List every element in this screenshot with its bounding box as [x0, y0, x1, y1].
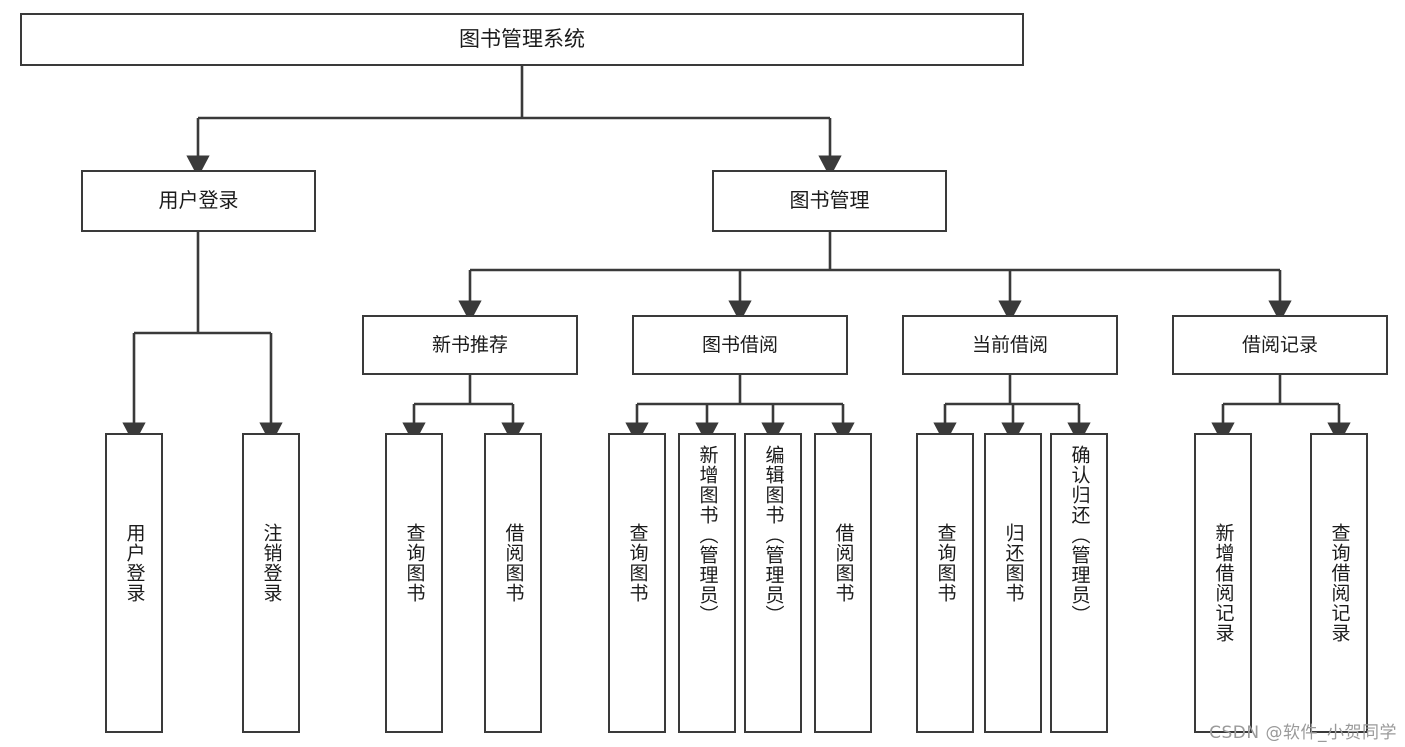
node-leaf-user-login-login[interactable]: 用户登录: [105, 433, 163, 733]
node-leaf-record-query-record[interactable]: 查询借阅记录: [1310, 433, 1368, 733]
node-leaf-current-query-book[interactable]: 查询图书: [916, 433, 974, 733]
node-root-book-management-system[interactable]: 图书管理系统: [20, 13, 1024, 66]
node-leaf-recommend-borrow-book[interactable]: 借阅图书: [484, 433, 542, 733]
node-leaf-borrow-query-book[interactable]: 查询图书: [608, 433, 666, 733]
node-label: 确认归还（管理员）: [1068, 445, 1091, 625]
node-label: 查询图书: [626, 523, 649, 603]
node-leaf-borrow-add-book-admin[interactable]: 新增图书（管理员）: [678, 433, 736, 733]
node-leaf-user-login-logout[interactable]: 注销登录: [242, 433, 300, 733]
node-label: 查询借阅记录: [1328, 523, 1351, 643]
node-leaf-recommend-query-book[interactable]: 查询图书: [385, 433, 443, 733]
node-label: 图书管理系统: [459, 27, 585, 52]
node-label: 查询图书: [934, 523, 957, 603]
watermark-text: CSDN @软件_小贺同学: [1209, 723, 1397, 743]
node-label: 借阅记录: [1241, 333, 1318, 356]
node-label: 新增图书（管理员）: [696, 445, 719, 625]
node-leaf-borrow-borrow-book[interactable]: 借阅图书: [814, 433, 872, 733]
node-label: 用户登录: [158, 188, 239, 213]
node-leaf-record-add-record[interactable]: 新增借阅记录: [1194, 433, 1252, 733]
node-borrow-record[interactable]: 借阅记录: [1172, 315, 1388, 375]
node-label: 新书推荐: [431, 333, 508, 356]
node-label: 借阅图书: [832, 523, 855, 603]
node-label: 用户登录: [123, 523, 146, 603]
node-label: 查询图书: [403, 523, 426, 603]
node-label: 新增借阅记录: [1212, 523, 1235, 643]
node-label: 当前借阅: [971, 333, 1048, 356]
node-label: 注销登录: [260, 523, 283, 603]
node-current-borrow[interactable]: 当前借阅: [902, 315, 1118, 375]
node-label: 图书管理: [789, 188, 870, 213]
node-label: 图书借阅: [701, 333, 778, 356]
node-user-login[interactable]: 用户登录: [81, 170, 316, 232]
node-label: 编辑图书（管理员）: [762, 445, 785, 625]
node-leaf-current-confirm-return-admin[interactable]: 确认归还（管理员）: [1050, 433, 1108, 733]
node-leaf-borrow-edit-book-admin[interactable]: 编辑图书（管理员）: [744, 433, 802, 733]
node-label: 归还图书: [1002, 523, 1025, 603]
node-book-borrow[interactable]: 图书借阅: [632, 315, 848, 375]
node-leaf-current-return-book[interactable]: 归还图书: [984, 433, 1042, 733]
node-new-book-recommend[interactable]: 新书推荐: [362, 315, 578, 375]
node-label: 借阅图书: [502, 523, 525, 603]
node-book-management[interactable]: 图书管理: [712, 170, 947, 232]
